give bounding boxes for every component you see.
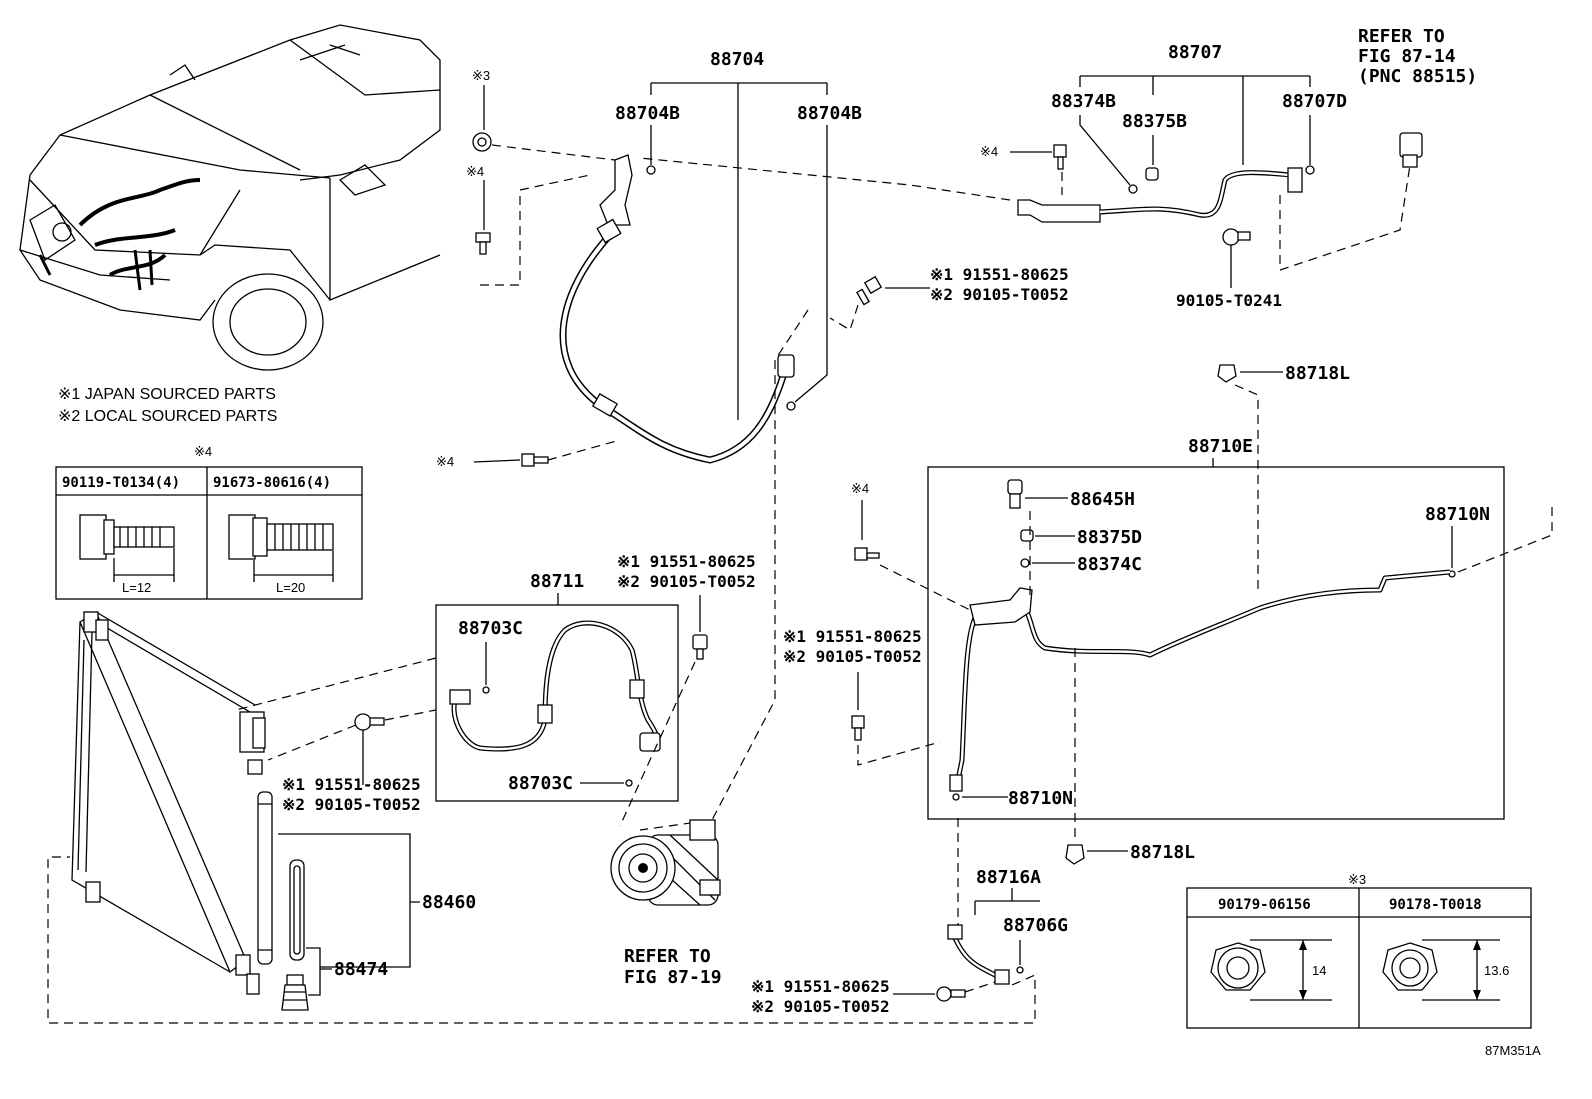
mark-4-left: ※4 bbox=[466, 164, 484, 179]
callout-e-jp: ※1 91551-80625 bbox=[282, 775, 421, 794]
callout-a-local: ※2 90105-T0052 bbox=[930, 285, 1069, 304]
callout-d-local: ※2 90105-T0052 bbox=[751, 997, 890, 1016]
condenser-illustration bbox=[71, 611, 273, 995]
nut-size-1: 14 bbox=[1312, 963, 1326, 978]
bolt-length-2: L=20 bbox=[276, 580, 305, 595]
label-88707D: 88707D bbox=[1282, 91, 1347, 112]
diagram-id: 87M351A bbox=[1485, 1043, 1541, 1058]
label-88703C-bottom: 88703C bbox=[508, 773, 573, 794]
mark-3: ※3 bbox=[472, 68, 490, 83]
callout-d-jp: ※1 91551-80625 bbox=[751, 977, 890, 996]
callout-c-local: ※2 90105-T0052 bbox=[783, 647, 922, 666]
note-local-sourced: ※2 LOCAL SOURCED PARTS bbox=[58, 408, 277, 425]
nut-table: 90179-06156 90178-T0018 14 13.6 bbox=[1186, 887, 1532, 1029]
nut-col-2: 90178-T0018 bbox=[1389, 897, 1482, 913]
bolt-col-2: 91673-80616(4) bbox=[213, 475, 331, 491]
mark-4-hose: ※4 bbox=[436, 454, 454, 469]
label-88704: 88704 bbox=[710, 49, 764, 70]
label-88718L-bottom: 88718L bbox=[1130, 842, 1195, 863]
bolt-table-mark: ※4 bbox=[194, 444, 212, 459]
label-88375D: 88375D bbox=[1077, 527, 1142, 548]
label-88645H: 88645H bbox=[1070, 489, 1135, 510]
refer-87-14-line2: FIG 87-14 bbox=[1358, 46, 1456, 67]
label-88375B: 88375B bbox=[1122, 111, 1187, 132]
refer-87-14-line3: (PNC 88515) bbox=[1358, 66, 1477, 87]
label-88374B: 88374B bbox=[1051, 91, 1116, 112]
nut-col-1: 90179-06156 bbox=[1218, 897, 1311, 913]
nut-table-mark: ※3 bbox=[1348, 872, 1366, 887]
bolt-callout-b: ※1 91551-80625 ※2 90105-T0052 bbox=[617, 552, 756, 827]
label-88704B-right: 88704B bbox=[797, 103, 862, 124]
label-88703C-top: 88703C bbox=[458, 618, 523, 639]
label-88706G: 88706G bbox=[1003, 915, 1068, 936]
vehicle-illustration bbox=[19, 24, 441, 371]
callout-c-jp: ※1 91551-80625 bbox=[783, 627, 922, 646]
callout-e-local: ※2 90105-T0052 bbox=[282, 795, 421, 814]
bolt-col-1: 90119-T0134(4) bbox=[62, 475, 180, 491]
callout-b-jp: ※1 91551-80625 bbox=[617, 552, 756, 571]
refer-87-19-line1: REFER TO bbox=[624, 946, 711, 967]
bolt-length-1: L=12 bbox=[122, 580, 151, 595]
nut-size-2: 13.6 bbox=[1484, 963, 1509, 978]
refer-87-14-line1: REFER TO bbox=[1358, 26, 1445, 47]
label-88710E: 88710E bbox=[1188, 436, 1253, 457]
label-88710N-right: 88710N bbox=[1425, 504, 1490, 525]
note-japan-sourced: ※1 JAPAN SOURCED PARTS bbox=[58, 386, 276, 403]
label-88716A: 88716A bbox=[976, 867, 1041, 888]
callout-b-local: ※2 90105-T0052 bbox=[617, 572, 756, 591]
label-88460: 88460 bbox=[422, 892, 476, 913]
mark-4-mid: ※4 bbox=[851, 481, 869, 496]
box-88711 bbox=[435, 604, 679, 802]
label-88710N-left: 88710N bbox=[1008, 788, 1073, 809]
label-88707: 88707 bbox=[1168, 42, 1222, 63]
callout-a-jp: ※1 91551-80625 bbox=[930, 265, 1069, 284]
bolt-callout-d: ※1 91551-80625 ※2 90105-T0052 bbox=[751, 977, 996, 1016]
refer-87-19-line2: FIG 87-19 bbox=[624, 967, 722, 988]
box-88710E bbox=[927, 466, 1505, 820]
bolt-callout-c: ※1 91551-80625 ※2 90105-T0052 bbox=[783, 627, 941, 766]
bolt-table: 90119-T0134(4) 91673-80616(4) L=12 L=20 bbox=[55, 466, 363, 600]
compressor-illustration bbox=[610, 819, 721, 906]
label-90105-T0241: 90105-T0241 bbox=[1176, 291, 1282, 310]
bolt-callout-e: ※1 91551-80625 ※2 90105-T0052 bbox=[267, 709, 437, 814]
label-88711: 88711 bbox=[530, 571, 584, 592]
label-88474: 88474 bbox=[334, 959, 388, 980]
label-88374C: 88374C bbox=[1077, 554, 1142, 575]
label-88718L-top: 88718L bbox=[1285, 363, 1350, 384]
mark-4-top-right: ※4 bbox=[980, 144, 998, 159]
label-88704B-left: 88704B bbox=[615, 103, 680, 124]
bolt-callout-a: ※1 91551-80625 ※2 90105-T0052 bbox=[829, 265, 1069, 331]
